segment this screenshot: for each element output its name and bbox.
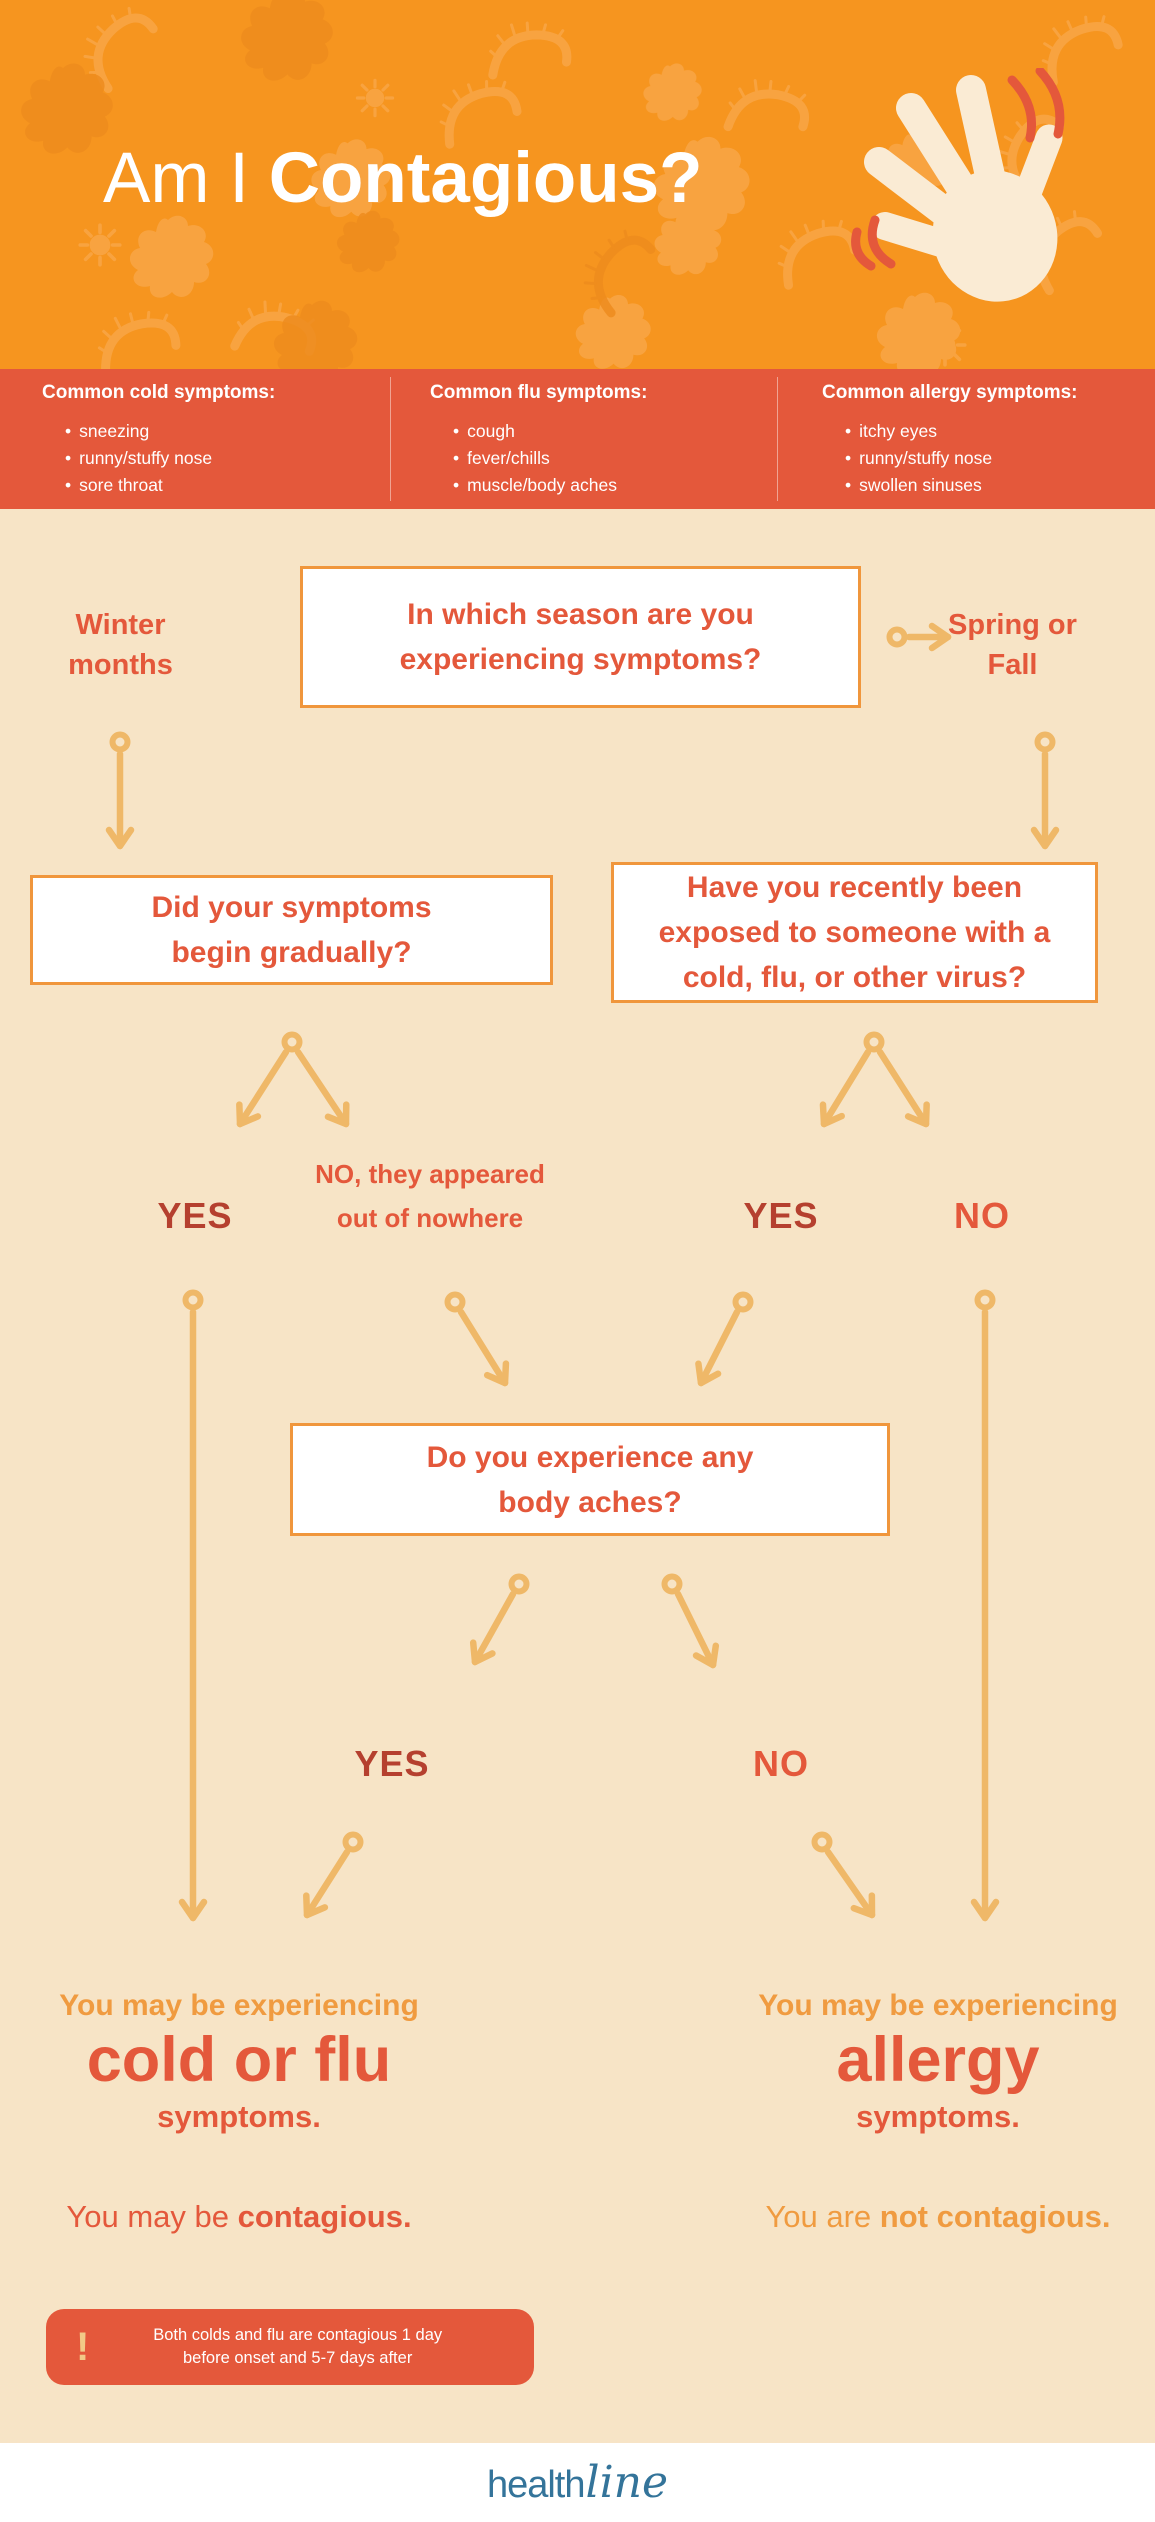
label-yes-gradual: YES — [157, 1195, 233, 1236]
logo-text-line: line — [585, 2457, 669, 2508]
note-line: Both colds and flu are contagious 1 day — [153, 2326, 443, 2344]
note-line: before onset and 5-7 days after — [183, 2349, 413, 2367]
symptom-item: • swollen sinuses — [822, 472, 1078, 499]
symptom-text: runny/stuffy nose — [859, 448, 993, 468]
logo-text-health: health — [486, 2464, 586, 2506]
allergy-symptoms-column: Common allergy symptoms: • itchy eyes • ru… — [822, 381, 1078, 499]
symptom-item: • sneezing — [42, 418, 275, 445]
bullet: • — [845, 421, 852, 441]
page-title: Am I Contagious? — [103, 138, 703, 219]
question-box-bodyaches: Do you experience any body aches? — [290, 1423, 890, 1536]
bullet: • — [845, 475, 852, 495]
question-box-exposed: Have you recently been exposed to someon… — [611, 862, 1098, 1003]
label-spring-fall: Spring or Fall — [948, 609, 1077, 681]
column-divider — [777, 377, 778, 501]
symptom-item: • cough — [430, 418, 647, 445]
symptom-item: • itchy eyes — [822, 418, 1078, 445]
waving-hand-icon — [851, 68, 1065, 302]
flu-symptoms-column: Common flu symptoms: • cough • fever/chill… — [430, 381, 647, 499]
column-heading: Common allergy symptoms: — [822, 382, 1078, 403]
column-divider — [390, 377, 391, 501]
contagious-note: ! Both colds and flu are contagious 1 da… — [46, 2309, 534, 2385]
symptom-item: • runny/stuffy nose — [822, 445, 1078, 472]
tail-bold: contagious. — [237, 2199, 412, 2234]
label-no-gradual: NO, they appeared out of nowhere — [315, 1159, 545, 1233]
label-winter-months: Winter months — [68, 609, 173, 681]
question-box-gradual: Did your symptoms begin gradually? — [30, 875, 553, 985]
symptom-text: fever/chills — [467, 448, 550, 468]
label-no-exposed: NO — [954, 1195, 1010, 1236]
symptom-item: • runny/stuffy nose — [42, 445, 275, 472]
bullet: • — [65, 475, 72, 495]
result-big: cold or flu — [86, 2025, 392, 2095]
bullet: • — [65, 448, 72, 468]
label-yes-aches: YES — [354, 1743, 430, 1784]
result-sub: symptoms. — [157, 2099, 321, 2134]
symptom-text: runny/stuffy nose — [79, 448, 213, 468]
question-text: In which season are you experiencing sym… — [399, 598, 762, 676]
symptom-text: itchy eyes — [859, 421, 937, 441]
result-intro: You may be experiencing — [59, 1989, 419, 2022]
symptom-item: • sore throat — [42, 472, 275, 499]
cold-symptoms-column: Common cold symptoms: • sneezing • runny/s… — [42, 381, 275, 499]
symptom-text: sore throat — [79, 475, 163, 495]
tail-plain: You may be — [66, 2199, 238, 2234]
bullet: • — [453, 448, 460, 468]
column-heading: Common flu symptoms: — [430, 382, 648, 403]
note-text: Both colds and flu are contagious 1 day … — [89, 2324, 534, 2370]
title-bold: Contagious? — [268, 139, 703, 218]
exclamation-icon: ! — [76, 2325, 90, 2369]
header-banner: Am I Contagious? — [0, 0, 1155, 369]
result-cold-flu: You may be experiencing cold or flu symp… — [29, 1988, 449, 2236]
label-yes-exposed: YES — [743, 1195, 819, 1236]
question-text: Did your symptoms begin gradually? — [151, 891, 432, 969]
column-heading: Common cold symptoms: — [42, 382, 276, 403]
bullet: • — [453, 421, 460, 441]
bullet: • — [65, 421, 72, 441]
result-allergy: You may be experiencing allergy symptoms… — [728, 1988, 1148, 2236]
symptom-list: • itchy eyes • runny/stuffy nose • swollen … — [822, 418, 1078, 499]
bullet: • — [845, 448, 852, 468]
symptoms-bar: Common cold symptoms: • sneezing • runny/s… — [0, 369, 1155, 509]
symptom-item: • fever/chills — [430, 445, 647, 472]
symptom-text: sneezing — [79, 421, 150, 441]
symptom-text: swollen sinuses — [859, 475, 982, 495]
bullet: • — [453, 475, 460, 495]
question-box-season: In which season are you experiencing sym… — [300, 566, 861, 708]
symptom-item: • muscle/body aches — [430, 472, 647, 499]
symptom-text: muscle/body aches — [467, 475, 617, 495]
symptom-list: • cough • fever/chills • muscle/body aches — [430, 418, 647, 499]
result-big: allergy — [836, 2025, 1040, 2095]
symptom-text: cough — [467, 421, 515, 441]
result-intro: You may be experiencing — [758, 1989, 1118, 2022]
title-light: Am I — [103, 139, 269, 218]
result-contagious-line: You are not contagious. — [728, 2198, 1148, 2236]
question-text: Do you experience any body aches? — [426, 1440, 754, 1519]
wave-motion-lines — [851, 68, 1065, 271]
result-contagious-line: You may be contagious. — [29, 2198, 449, 2236]
symptom-list: • sneezing • runny/stuffy nose • sore throa… — [42, 418, 275, 499]
result-sub: symptoms. — [856, 2099, 1020, 2134]
tail-bold: not contagious. — [879, 2199, 1111, 2234]
label-no-aches: NO — [753, 1743, 809, 1784]
tail-plain: You are — [765, 2199, 880, 2234]
question-text: Have you recently been exposed to someon… — [658, 871, 1051, 994]
